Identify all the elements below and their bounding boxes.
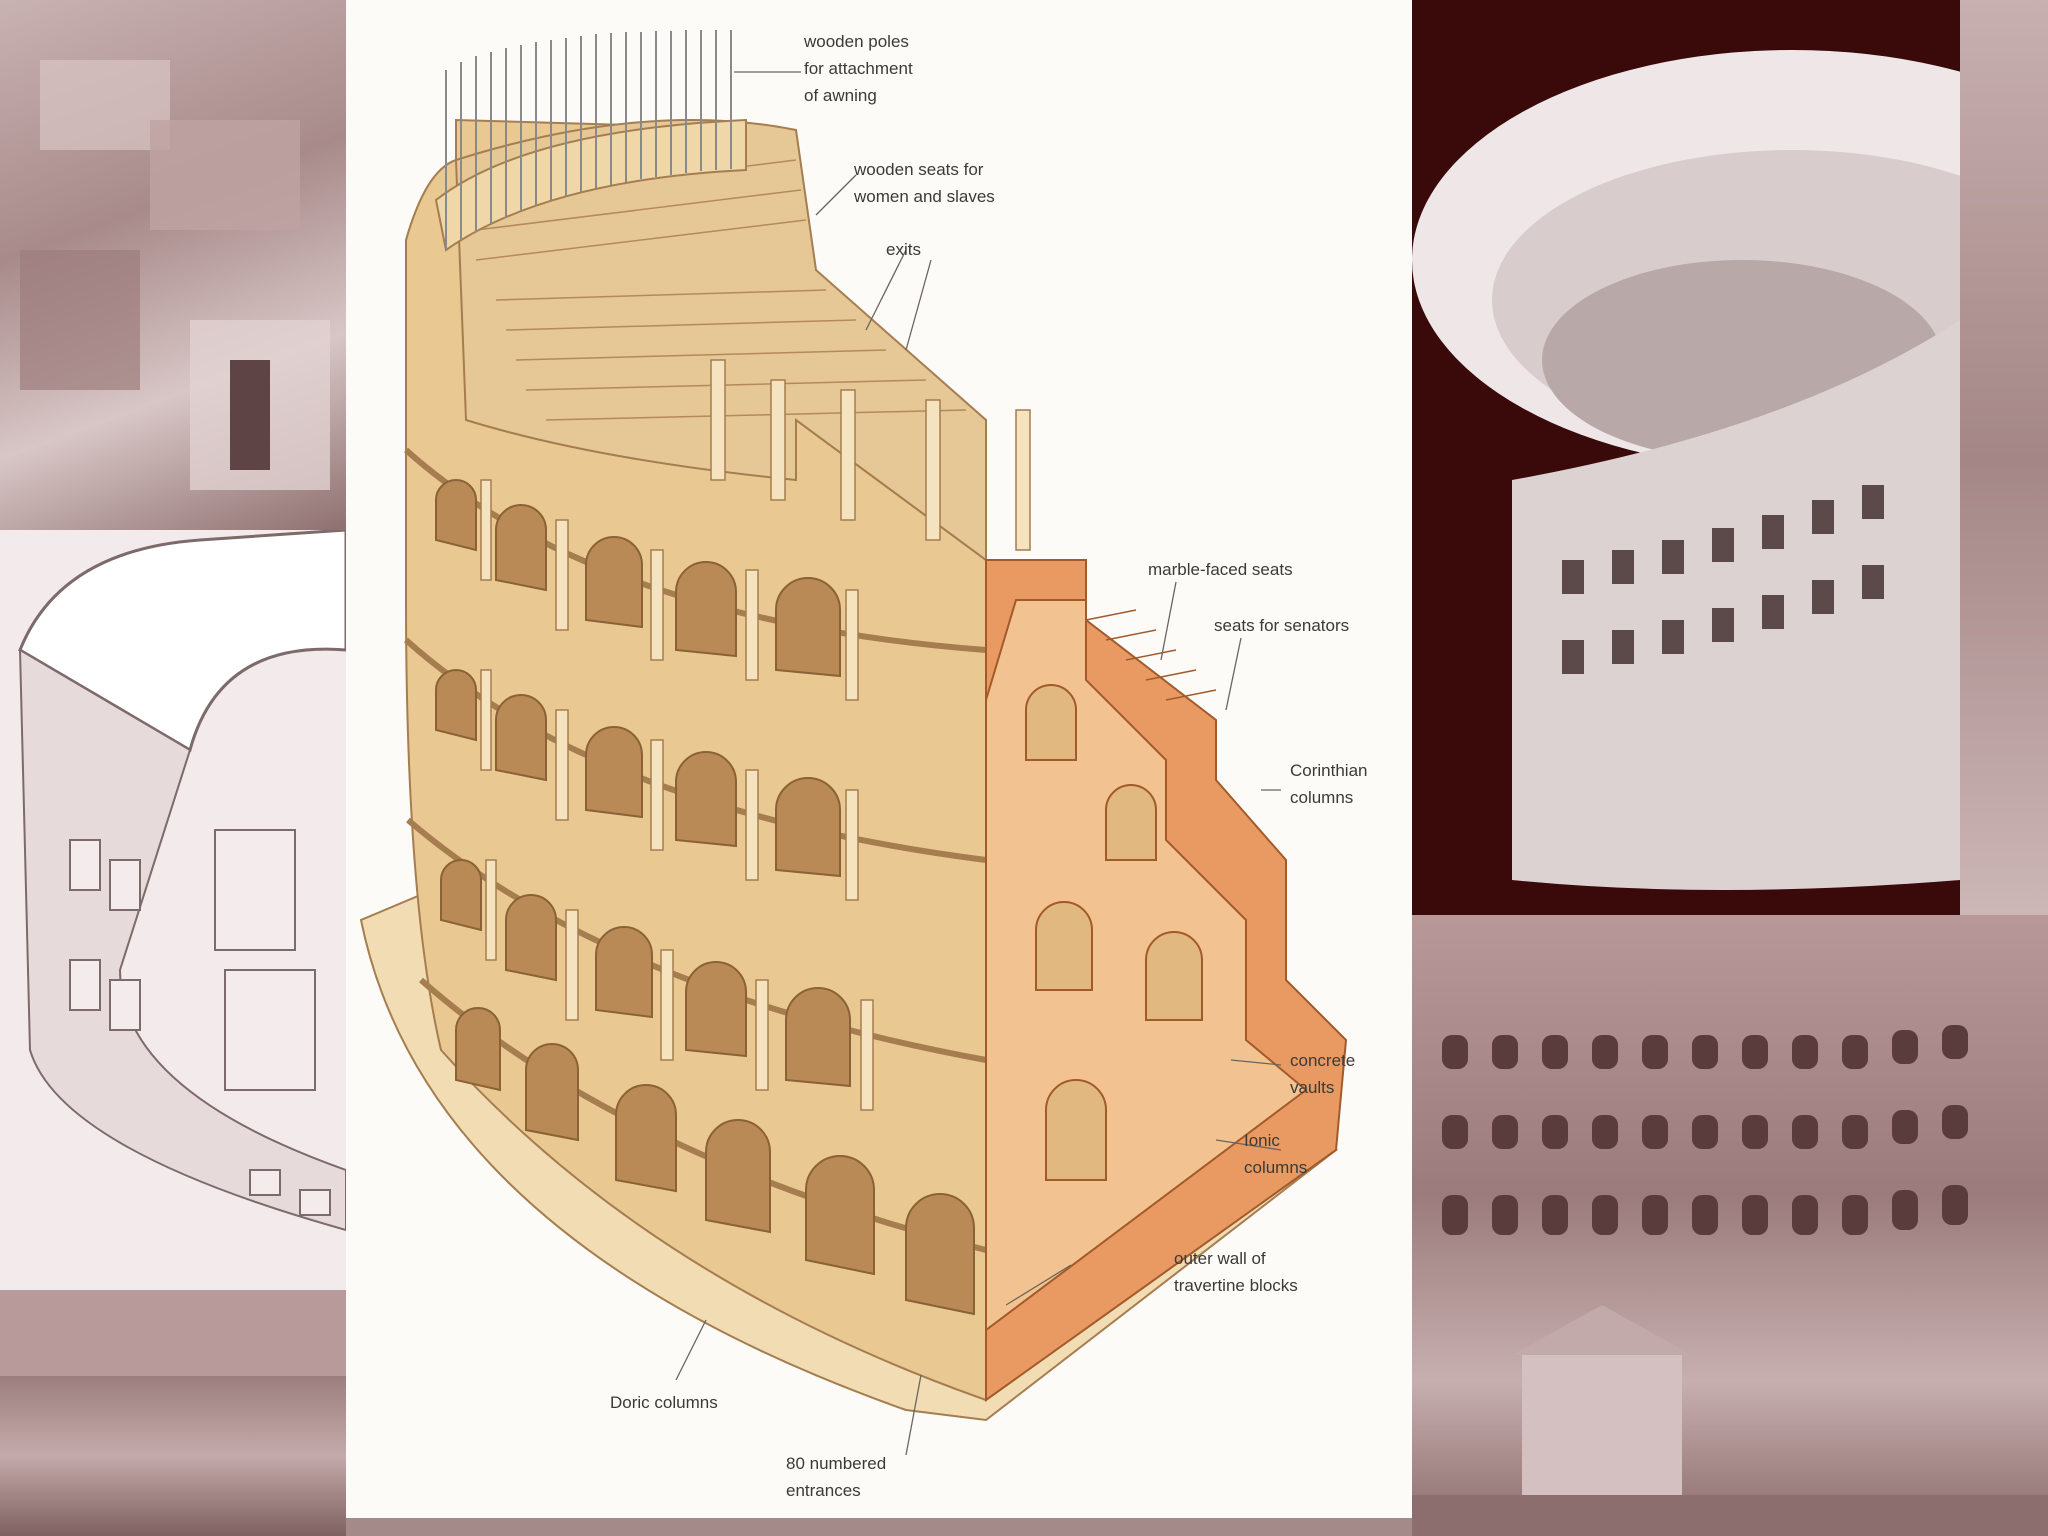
arcade-level-2 [435,669,841,878]
vault-openings [1025,684,1203,1181]
label-corinthian-columns: Corinthian columns [1290,761,1368,807]
ground-arcade-entrances [455,1007,975,1316]
half-columns [480,479,874,1111]
label-marble-seats: marble-faced seats [1148,560,1293,579]
photo-model-bottom-left [0,1376,346,1536]
label-ionic-columns: Ionic columns [1244,1131,1308,1177]
photo-model-top-left [0,0,346,530]
label-concrete-vaults: concrete vaults [1290,1051,1356,1097]
upper-tier-columns [710,359,1031,551]
label-outer-wall: outer wall of travertine blocks [1174,1249,1298,1295]
label-exits: exits [886,240,921,259]
arcade-level-1 [435,479,841,678]
arcade-level-3 [440,859,851,1088]
label-80-entrances: 80 numbered entrances [786,1454,887,1500]
colosseum-cutaway-drawing [359,30,1348,1456]
stair-steps [1085,609,1217,701]
label-doric-columns: Doric columns [610,1393,718,1412]
attic-storey [434,118,747,252]
model-colosseum-dark [1412,0,1960,915]
bottom-strip [346,1518,1412,1536]
label-wooden-poles: wooden poles for attachment of awning [804,32,913,105]
label-wooden-seats: wooden seats for women and slaves [854,160,995,206]
label-senator-seats: seats for senators [1214,616,1350,635]
cutaway-model-left [0,530,346,1290]
colosseum-cutaway-diagram: wooden poles for attachment of awning wo… [346,0,1412,1518]
awning-poles [445,30,732,250]
photo-strip-right [1960,0,2048,915]
photo-colosseum-facade [1412,915,2048,1536]
leader-lines [675,71,1282,1456]
